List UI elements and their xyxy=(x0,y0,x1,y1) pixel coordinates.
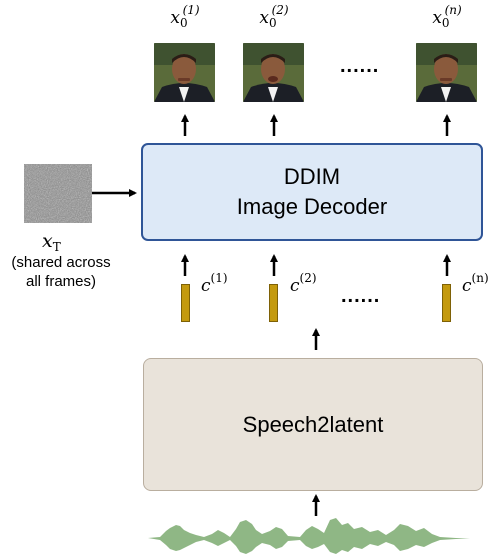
speech-waveform xyxy=(148,518,470,554)
noise-image xyxy=(24,164,92,223)
frame-label-n: x0(n) xyxy=(432,3,462,30)
ddim-image-decoder-box: DDIM Image Decoder xyxy=(141,143,483,241)
speech2latent-box: Speech2latent xyxy=(143,358,483,491)
output-frame-image-2 xyxy=(243,43,304,102)
latent-label-2: c(2) xyxy=(290,271,317,296)
frame-label-1: x0(1) xyxy=(170,3,200,30)
output-frame-image-n xyxy=(416,43,477,102)
decoder-title-line2: Image Decoder xyxy=(236,194,388,219)
noise-note: (shared across all frames) xyxy=(11,254,111,290)
latents-ellipsis: ...... xyxy=(341,285,381,307)
output-frame-image-1 xyxy=(154,43,215,102)
noise-label: xT xyxy=(42,230,61,254)
latent-bar-1 xyxy=(181,284,190,322)
latent-label-1: c(1) xyxy=(201,271,228,296)
frames-ellipsis: ...... xyxy=(340,55,380,77)
decoder-title-line1: DDIM xyxy=(283,164,341,189)
frame-label-2: x0(2) xyxy=(259,3,289,30)
latent-label-n: c(n) xyxy=(462,271,489,296)
latent-bar-n xyxy=(442,284,451,322)
latent-bar-2 xyxy=(269,284,278,322)
encoder-label: Speech2latent xyxy=(242,411,384,437)
